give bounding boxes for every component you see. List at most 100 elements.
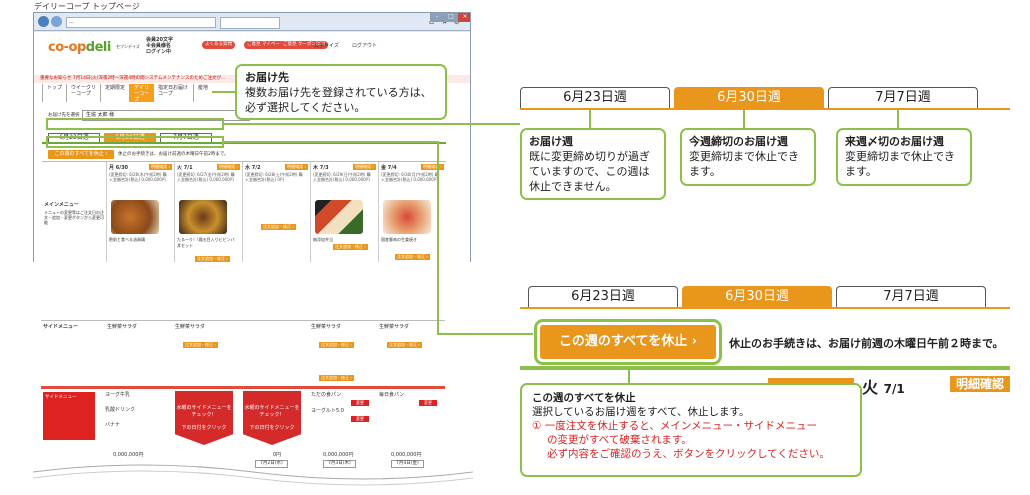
peek-day: 火 7/1 [862, 378, 905, 397]
change-button[interactable]: 変更 [419, 400, 437, 406]
mini-suspend-button[interactable]: この週のすべてを休止 › [48, 150, 114, 159]
browser-toolbar: ... ⌂ ★ ⚙ – □ × [34, 13, 470, 31]
address-bar[interactable]: ... [66, 17, 216, 28]
total-fri: 0,000,000円 [391, 452, 422, 458]
dish-image[interactable] [383, 200, 431, 234]
detail-button[interactable]: 明細確認 › [353, 164, 376, 170]
side-check-card-wed[interactable]: 水曜のサイドメニューをチェック！下の日付をクリック [243, 391, 301, 445]
order-button[interactable]: 注文追加・修正 › [261, 224, 296, 230]
callout-title: 来週〆切のお届け週 [845, 135, 944, 148]
total-mon: 0,000,000円 [113, 452, 144, 458]
callout-warning: 必ず内容をご確認のうえ、ボタンをクリックしてください。 [547, 448, 830, 460]
side-item[interactable]: 生鮮菜サラダ [379, 324, 410, 330]
side-item[interactable]: ヨーグ牛乳 [105, 392, 131, 398]
nav-teiki[interactable]: 定期限定 [100, 84, 129, 102]
nav-top[interactable]: トップ [42, 84, 66, 102]
side-item[interactable]: ヨーグルト5.0 [311, 408, 344, 414]
logo-sub: セブンデイズ [116, 44, 140, 49]
minimize-icon[interactable]: – [430, 13, 444, 22]
order-button[interactable]: 注文追加・修正 › [183, 342, 218, 348]
logout-link[interactable]: ログアウト [352, 43, 378, 49]
detail-button[interactable]: 明細確認 › [421, 164, 444, 170]
page-lower: サイドメニュー 生鮮菜サラダ 生鮮菜サラダ 生鮮菜サラダ 生鮮菜サラダ 注文追加… [33, 262, 471, 472]
side-item[interactable]: 毎日食パン [379, 392, 405, 398]
nav-weekly[interactable]: ウイークリーコープ [66, 84, 100, 102]
detail-button[interactable]: 明細確認 › [149, 164, 172, 170]
side-item[interactable]: バナナ [105, 422, 121, 428]
side-check-card-tue[interactable]: 水曜のサイドメニューをチェック！下の日付をクリック [175, 391, 233, 445]
main-menu-label: メインメニュー [44, 202, 79, 208]
day-col-mon: 月 6/30 明細確認 › (変更締切: 6/26(木)午前2時) 購入金額合計… [106, 162, 174, 263]
coupon-button[interactable]: ご意見 クーポンBOX [280, 41, 329, 49]
day-summary: (変更締切: 6/29(日)午前2時) 購入金額合計(税込) 0,000,000… [313, 172, 371, 182]
dish-image[interactable] [315, 200, 363, 234]
day-header: 金 7/4 [381, 165, 397, 171]
nav-shiteibi[interactable]: 指定日お届けコープ [153, 84, 193, 102]
date-link[interactable]: 7月3日(木) [323, 460, 356, 468]
date-link[interactable]: 7月4日(金) [391, 460, 424, 468]
callout-warning: の変更がすべて破棄されます。 [547, 434, 692, 446]
tab-week-0630[interactable]: 6月30日週 [682, 286, 832, 307]
tab-week-0630[interactable]: 6月30日週 [674, 87, 824, 108]
tab-week-0623[interactable]: 6月23日週 [520, 87, 670, 108]
main-nav: トップ ウイークリーコープ 定期限定 デイリーコープ 指定日お届けコープ 産地 [42, 84, 212, 103]
order-button[interactable]: 注文追加・修正 › [387, 342, 422, 348]
faq-button[interactable]: よくある質問 [202, 41, 235, 49]
day-col-wed: 水 7/2 明細確認 › (変更締切: 6/28(土)午前2時) 購入金額合計(… [242, 162, 310, 263]
divider [41, 320, 445, 321]
connector [224, 141, 438, 143]
tab-week-0707[interactable]: 7月7日週 [836, 286, 986, 307]
change-button[interactable]: 変更 [351, 400, 369, 406]
callout-next-week: 来週〆切のお届け週 変更締切まで休止できます。 [836, 128, 972, 186]
day-summary: (変更締切: 6/26(木)午前2時) 購入金額合計(税込) 0,000,000… [109, 172, 167, 182]
suspend-all-button[interactable]: この週のすべてを休止 › [534, 319, 722, 365]
side-item[interactable]: 生鮮菜サラダ [311, 324, 342, 330]
forward-icon[interactable] [51, 16, 62, 27]
callout-title: お届け先 [245, 71, 289, 84]
order-button[interactable]: 注文追加・修正 › [319, 342, 354, 348]
side-item[interactable]: ただの食パン [311, 392, 342, 398]
tab-week-0707[interactable]: 7月7日週 [828, 87, 978, 108]
dish-image[interactable] [111, 200, 159, 234]
callout-body: 複数お届け先を登録されている方は、必ず選択してください。 [245, 86, 432, 114]
highlight-week-tabs [46, 118, 224, 130]
callout-suspend: この週のすべてを休止 選択しているお届け週をすべて、休止します。 ① 一度注文を… [520, 383, 862, 477]
tab-week-0623[interactable]: 6月23日週 [528, 286, 678, 307]
coopdeli-logo[interactable]: co-opdeli [48, 40, 111, 55]
tab-underline [520, 307, 1010, 309]
maximize-icon[interactable]: □ [444, 13, 458, 22]
dish-name[interactable]: 無添加弁当 [313, 237, 333, 242]
font-size-label[interactable]: 文字サイズ [314, 43, 339, 49]
nav-daily[interactable]: デイリーコープ [129, 84, 154, 103]
close-icon[interactable]: × [458, 13, 470, 22]
detail-button[interactable]: 明細確認 › [217, 164, 240, 170]
order-button[interactable]: 注文追加・修正 › [395, 254, 430, 260]
side-item[interactable]: 生鮮菜サラダ [175, 324, 206, 330]
back-icon[interactable] [38, 16, 49, 27]
delivery-label: お届け先を選択 [48, 113, 80, 118]
day-summary: (変更締切: 6/28(土)午前2時) 購入金額合計(税込) 0円 [245, 172, 303, 182]
day-summary: (変更締切: 6/30(月)午前2時) 購入金額合計(税込) 0,000,000… [381, 172, 439, 182]
page-caption: デイリーコープ トップページ [34, 2, 140, 11]
total-thu: 0,000,000円 [323, 452, 354, 458]
browser-tab[interactable] [220, 17, 280, 29]
side-item[interactable]: 生鮮菜サラダ [107, 324, 138, 330]
date-link[interactable]: 7月2日(水) [255, 460, 288, 468]
order-button[interactable]: 注文追加・修正 › [333, 244, 368, 250]
dish-name[interactable]: 肥前と食べる油淋鶏 [109, 237, 145, 242]
dish-name[interactable]: たるーり！!鶏五目入りビビンバ丼セット [177, 237, 235, 248]
nav-sanchi[interactable]: 産地 [193, 84, 212, 102]
dish-name[interactable]: 国産豚肉の生姜焼き [381, 237, 417, 242]
order-button[interactable]: 注文追加・修正 › [319, 375, 354, 381]
side-promo: サイドメニュー [43, 392, 95, 440]
side-item[interactable]: 乳酸ドリンク [105, 407, 136, 413]
detail-button[interactable]: 明細確認 › [285, 164, 308, 170]
peek-detail-button[interactable]: 明細確認 [950, 376, 1010, 392]
callout-body: 選択しているお届け週をすべて、休止します。 [532, 406, 750, 418]
callout-delivery: お届け先 複数お届け先を登録されている方は、必ず選択してください。 [235, 64, 447, 120]
change-button[interactable]: 変更 [351, 416, 369, 422]
mypage-button[interactable]: ご意見 マイページ [244, 41, 288, 49]
dish-image[interactable] [179, 200, 227, 234]
order-button[interactable]: 注文追加・修正 › [195, 256, 230, 262]
tab-underline [42, 142, 446, 144]
